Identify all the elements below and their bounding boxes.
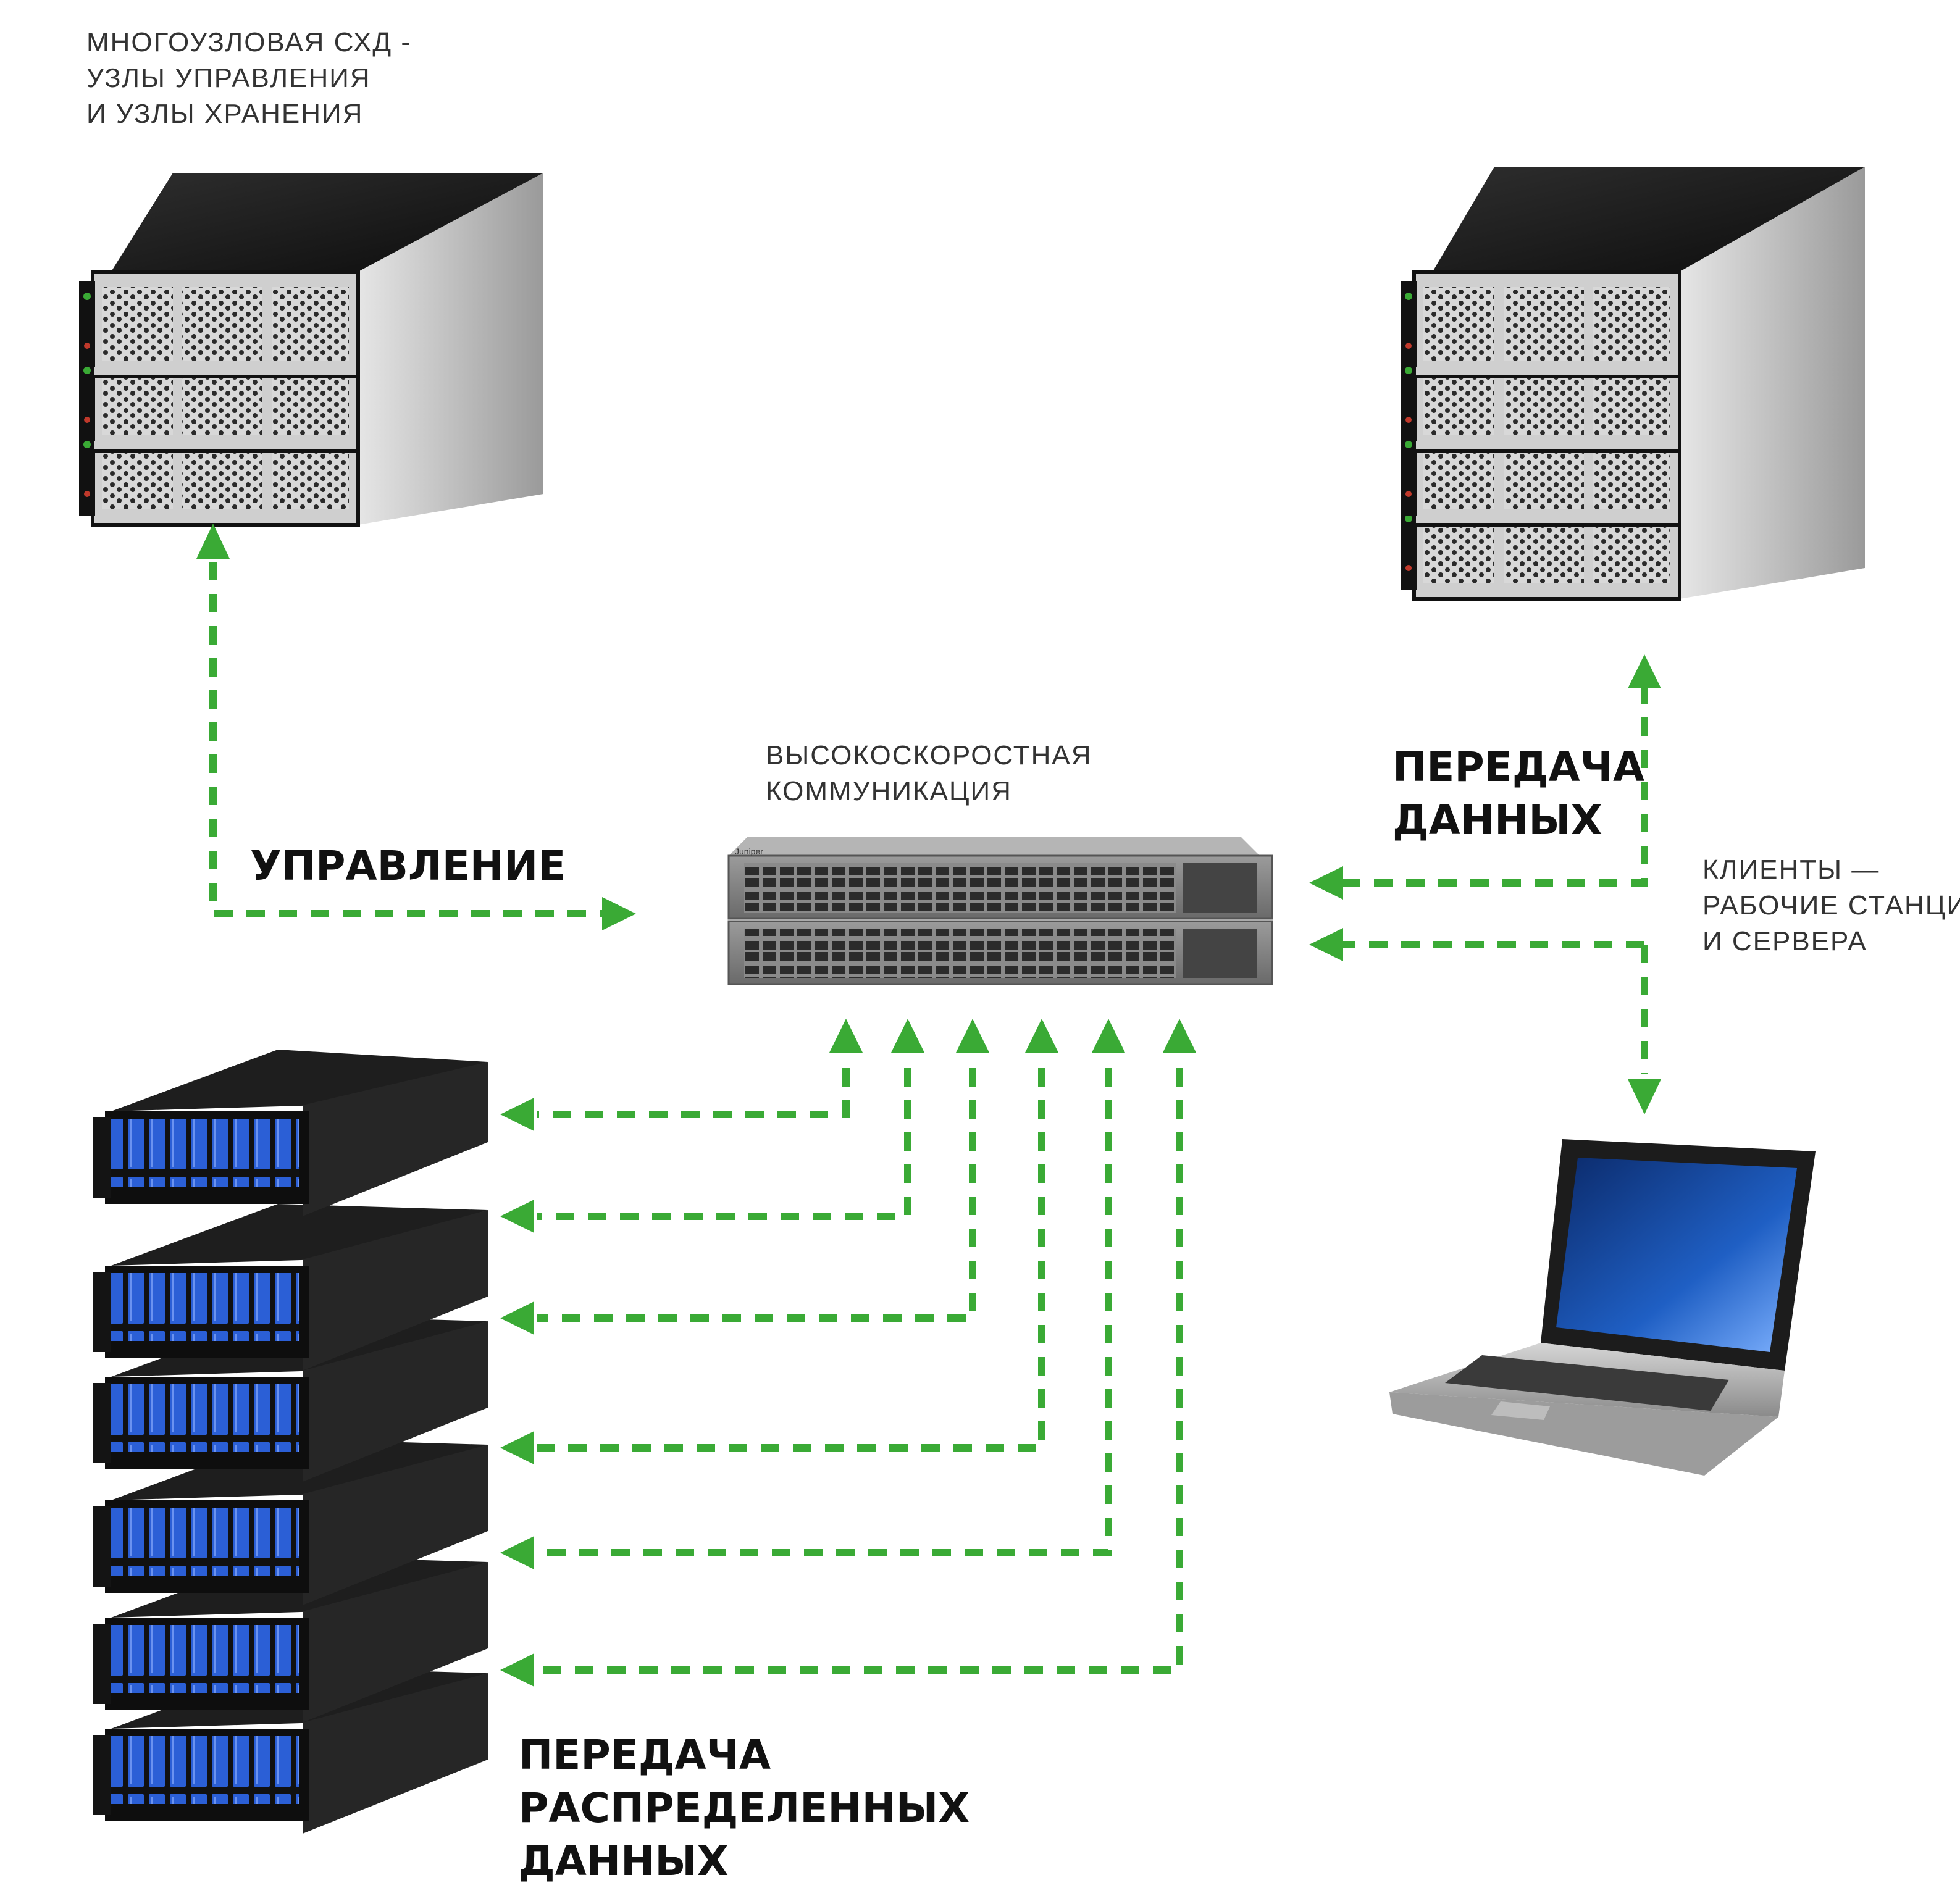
management-node — [79, 173, 543, 378]
arrowhead — [1163, 1019, 1196, 1053]
heading-line: УПРАВЛЕНИЕ — [250, 842, 566, 890]
network-switch-stack: Juniper — [727, 837, 1273, 985]
caption-line: И СЕРВЕРА — [1702, 926, 1867, 956]
caption-line: УЗЛЫ УПРАВЛЕНИЯ — [86, 63, 371, 93]
arrowhead — [1092, 1019, 1125, 1053]
storage-node — [93, 1204, 488, 1371]
storage-node — [93, 1050, 488, 1216]
switch-brand: Juniper — [735, 846, 763, 856]
heading-line: ДАННЫХ — [519, 1837, 729, 1885]
connector-management — [209, 562, 611, 917]
clients-caption: КЛИЕНТЫ — РАБОЧИЕ СТАНЦИИ И СЕРВЕРА — [1702, 852, 1960, 959]
caption-line: РАБОЧИЕ СТАНЦИИ — [1702, 890, 1960, 921]
arrowhead — [500, 1200, 534, 1233]
arrowhead — [500, 1301, 534, 1335]
arrowhead — [196, 524, 230, 559]
arrowhead — [1628, 654, 1661, 688]
client-server — [1401, 167, 1865, 378]
connector-lines — [209, 562, 1648, 1674]
management-node-stack — [79, 173, 543, 527]
connector-storage-6 — [537, 1068, 1183, 1674]
connector-data-transfer — [1340, 685, 1648, 887]
arrowhead — [1309, 866, 1343, 900]
connector-storage-4 — [537, 1068, 1045, 1452]
switch-caption: ВЫСОКОСКОРОСТНАЯ КОММУНИКАЦИЯ — [766, 738, 1092, 809]
distributed-transfer-label: ПЕРЕДАЧА РАСПРЕДЕЛЕННЫХ ДАННЫХ — [519, 1729, 970, 1888]
arrowhead — [500, 1431, 534, 1464]
storage-caption: МНОГОУЗЛОВАЯ СХД - УЗЛЫ УПРАВЛЕНИЯ И УЗЛ… — [86, 25, 411, 132]
connector-storage-2 — [537, 1068, 911, 1220]
arrowhead — [891, 1019, 924, 1053]
client-laptop — [1389, 1139, 1816, 1476]
caption-line: КЛИЕНТЫ — — [1702, 854, 1880, 885]
arrowhead — [956, 1019, 989, 1053]
heading-line: ПЕРЕДАЧА — [519, 1731, 771, 1779]
arrowhead — [1628, 1079, 1661, 1114]
data-transfer-label: ПЕРЕДАЧА ДАННЫХ — [1393, 741, 1644, 847]
network-switch: Juniper — [727, 837, 1273, 920]
network-switch — [727, 920, 1273, 985]
arrowhead — [500, 1098, 534, 1131]
heading-line: ДАННЫХ — [1393, 796, 1602, 844]
connector-storage-1 — [537, 1068, 850, 1118]
caption-line: КОММУНИКАЦИЯ — [766, 776, 1012, 806]
arrowhead — [1025, 1019, 1058, 1053]
caption-line: И УЗЛЫ ХРАНЕНИЯ — [86, 99, 364, 129]
arrowhead — [1309, 928, 1343, 961]
arrowhead — [500, 1653, 534, 1687]
client-server-stack — [1401, 167, 1865, 601]
arrowhead — [602, 897, 636, 930]
connector-clients — [1340, 941, 1648, 1074]
connector-arrowheads — [196, 524, 1661, 1687]
arrowhead — [500, 1536, 534, 1569]
heading-line: ПЕРЕДАЧА — [1393, 743, 1645, 791]
arrowhead — [829, 1019, 863, 1053]
caption-line: ВЫСОКОСКОРОСТНАЯ — [766, 740, 1092, 771]
caption-line: МНОГОУЗЛОВАЯ СХД - — [86, 27, 411, 57]
management-label: УПРАВЛЕНИЕ — [250, 840, 566, 893]
connector-storage-5 — [537, 1068, 1112, 1556]
storage-node-stack — [93, 1050, 488, 1834]
heading-line: РАСПРЕДЕЛЕННЫХ — [519, 1784, 970, 1832]
